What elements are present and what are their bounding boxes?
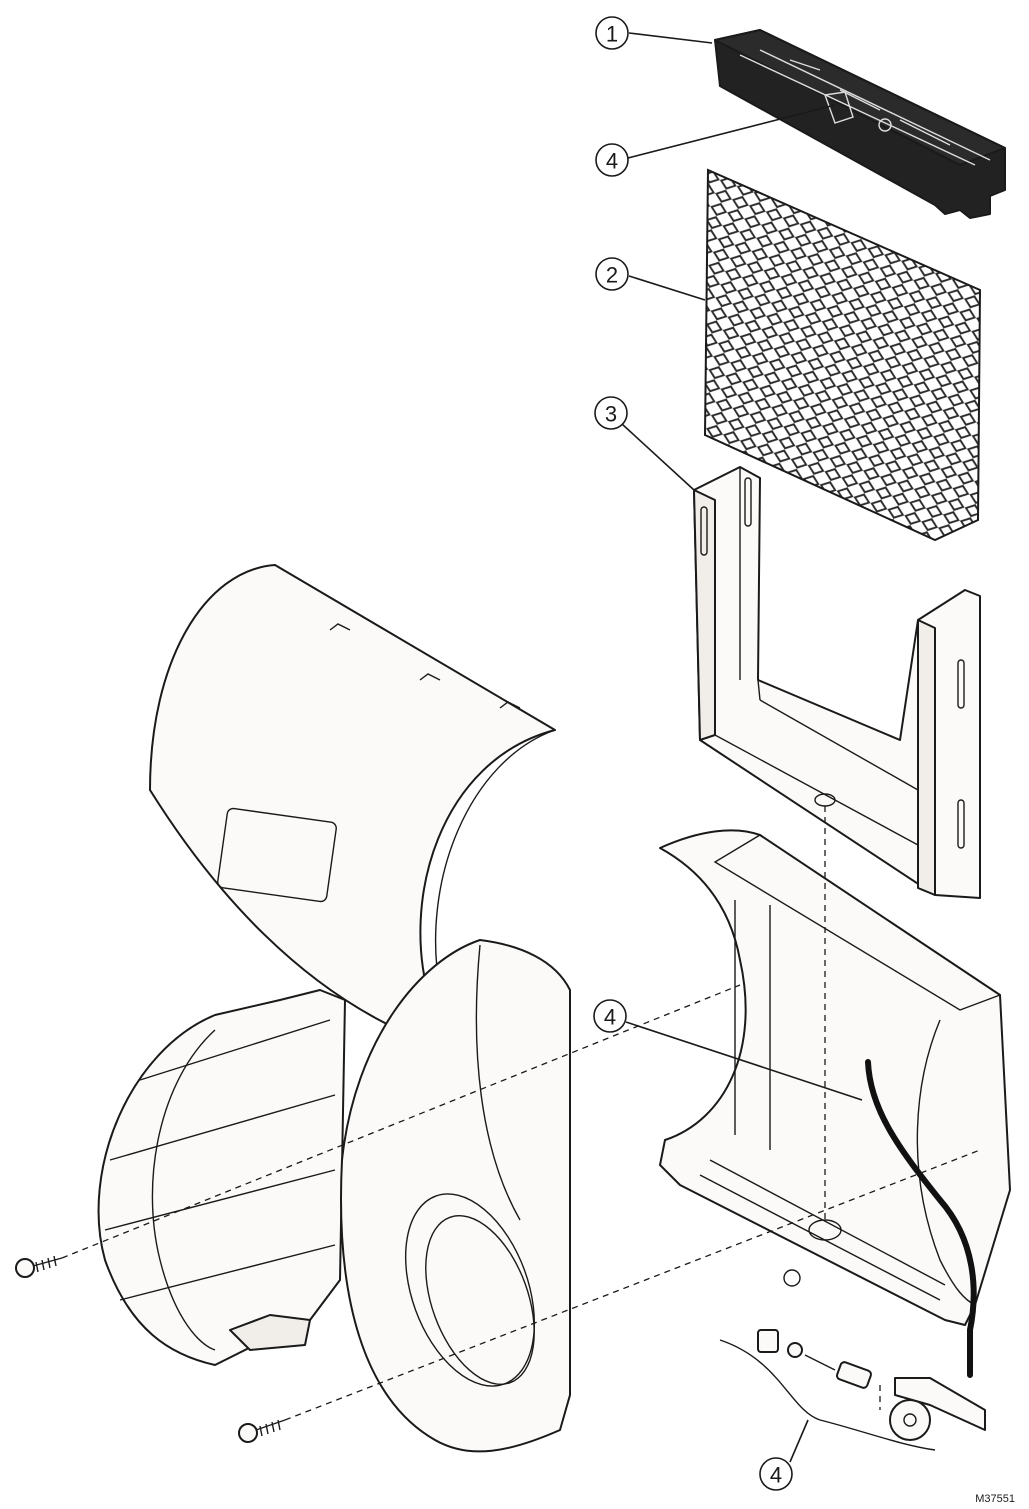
drawing-code: M37551 [975,1493,1015,1505]
distribution-tray-icon [714,29,1006,219]
callout-3: 3 [594,396,695,491]
svg-text:4: 4 [604,1005,616,1030]
callout-4-tray: 4 [595,104,836,177]
svg-text:1: 1 [606,22,618,47]
callout-2: 2 [595,257,706,301]
valve-icon [719,1329,986,1451]
callout-1: 1 [595,16,713,50]
callout-4-valve: 4 [759,1419,809,1491]
callout-4-tube: 4 [593,999,863,1101]
svg-text:4: 4 [606,149,618,174]
housing-icon [659,829,1011,1326]
svg-text:3: 3 [605,402,617,427]
collar-icon [340,939,571,1453]
svg-text:2: 2 [606,263,618,288]
panel-frame-icon [693,466,981,899]
grille-icon [97,989,346,1366]
screw-icon [15,1255,286,1443]
assembly-lines [61,806,981,1421]
svg-text:4: 4 [770,1463,782,1488]
feed-tube-icon [865,1059,977,1378]
water-panel-icon [703,168,982,542]
